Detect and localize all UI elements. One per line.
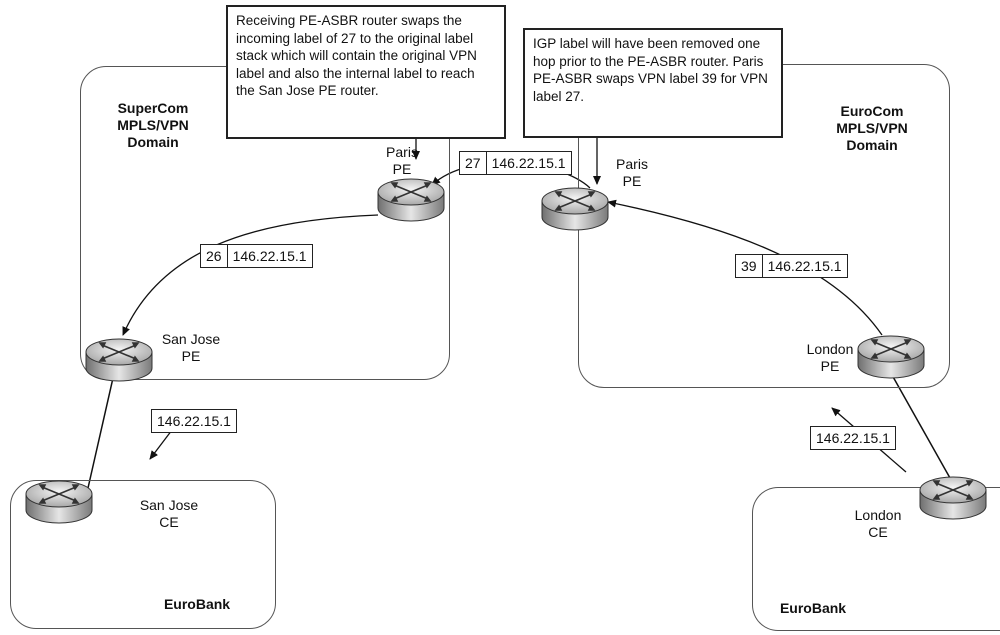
packet-eurocom-label: 39 (736, 255, 763, 277)
eurocom-domain-title: EuroCom MPLS/VPN Domain (836, 103, 908, 153)
link-london-pe-ce (891, 374, 951, 479)
eurobank-left-box (10, 480, 276, 629)
paris-pe-left-label: Paris PE (386, 144, 418, 177)
packet-inter-as-addr: 146.22.15.1 (491, 155, 566, 171)
packet-supercom-label: 26 (201, 245, 228, 267)
paris-pe-right-router-icon (541, 187, 609, 231)
san-jose-ce-label: San Jose CE (139, 497, 199, 530)
london-ce-router-icon (919, 476, 987, 520)
supercom-domain-title: SuperCom MPLS/VPN Domain (117, 100, 189, 150)
paris-pe-left-router-icon (377, 178, 445, 222)
packet-to-san-jose-ce: 146.22.15.1 (151, 409, 237, 433)
eurobank-left-title: EuroBank (163, 596, 231, 612)
san-jose-ce-router-icon (25, 480, 93, 524)
packet-from-london-ce: 146.22.15.1 (810, 426, 896, 450)
packet-to-san-jose-ce-addr: 146.22.15.1 (157, 413, 231, 429)
eurobank-right-title: EuroBank (779, 600, 847, 616)
packet-inter-as-label: 27 (460, 152, 487, 174)
arrow-to-sanjose-ce (149, 429, 173, 460)
packet-from-london-ce-addr: 146.22.15.1 (816, 430, 890, 446)
packet-eurocom: 39 146.22.15.1 (735, 254, 848, 278)
eurobank-right-box (752, 487, 1000, 631)
paris-pe-right-label: Paris PE (616, 156, 648, 189)
arrow-eurocom (607, 199, 883, 336)
callout-right: IGP label will have been removed one hop… (523, 28, 783, 138)
san-jose-pe-router-icon (85, 338, 153, 382)
packet-eurocom-addr: 146.22.15.1 (767, 258, 842, 274)
san-jose-pe-label: San Jose PE (161, 331, 221, 364)
london-ce-label: London CE (854, 507, 902, 540)
callout-left: Receiving PE-ASBR router swaps the incom… (226, 5, 506, 139)
london-pe-router-icon (857, 335, 925, 379)
packet-supercom-addr: 146.22.15.1 (232, 248, 307, 264)
packet-supercom: 26 146.22.15.1 (200, 244, 313, 268)
packet-inter-as: 27 146.22.15.1 (459, 151, 572, 175)
link-sanjose-pe-ce (87, 377, 114, 489)
london-pe-label: London PE (806, 341, 854, 374)
